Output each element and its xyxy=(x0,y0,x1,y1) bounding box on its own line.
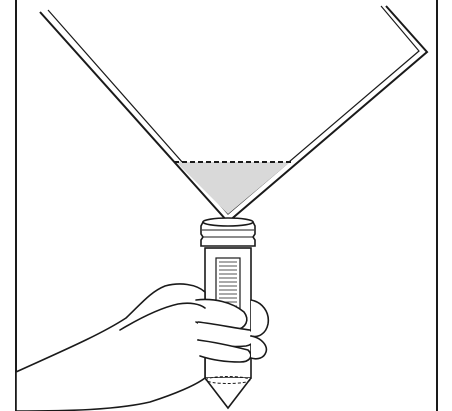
image-frame xyxy=(15,0,438,411)
liquid-level xyxy=(176,162,290,214)
hand-icon xyxy=(15,283,270,411)
filter-bag-icon xyxy=(39,5,429,224)
